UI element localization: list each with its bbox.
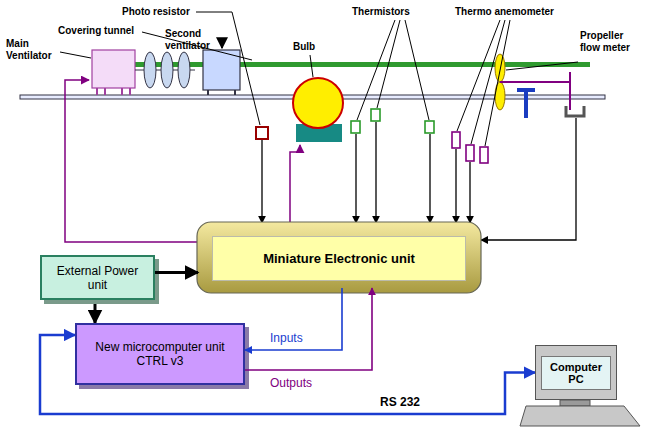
edge-label: RS 232	[378, 395, 422, 409]
part-label: Photo resistor	[122, 6, 190, 18]
part-label: Main Ventilator	[6, 38, 60, 61]
part-label: Second ventilator	[165, 28, 221, 51]
power-unit: External Power unit	[40, 255, 155, 300]
propeller-flow-meter	[495, 54, 584, 118]
edge-label: Inputs	[268, 331, 305, 345]
unit-housing	[197, 222, 481, 293]
node-text: New microcomputer unit CTRL v3	[83, 340, 237, 368]
main-ventilator	[92, 50, 195, 95]
node-text: Computer PC	[541, 356, 611, 390]
edge-label: Outputs	[268, 376, 314, 390]
part-label: Thermistors	[352, 6, 410, 18]
part-label: Bulb	[293, 41, 315, 53]
connector	[155, 271, 198, 274]
thermistor	[351, 109, 434, 133]
part-label: Propeller flow meter	[580, 30, 646, 53]
part-label: Thermo anemometer	[455, 6, 554, 18]
bulb	[293, 78, 343, 142]
node-text: Miniature Electronic unit	[212, 236, 466, 281]
microcomputer-unit: New microcomputer unit CTRL v3	[75, 323, 245, 385]
covering-tunnel	[100, 62, 590, 67]
control-wire	[65, 80, 300, 242]
leader-line	[60, 12, 578, 146]
node-text: External Power unit	[46, 264, 149, 292]
second-ventilator	[203, 50, 240, 95]
connector	[245, 288, 372, 370]
connector	[245, 288, 342, 350]
connector	[94, 304, 97, 323]
monitor-base	[520, 400, 640, 426]
electronic-unit: Miniature Electronic unit	[212, 232, 466, 284]
part-label: Covering tunnel	[58, 25, 134, 37]
computer-monitor: Computer PC	[535, 345, 617, 400]
thermo-anemometer	[452, 132, 488, 163]
photo-resistor	[256, 127, 268, 139]
